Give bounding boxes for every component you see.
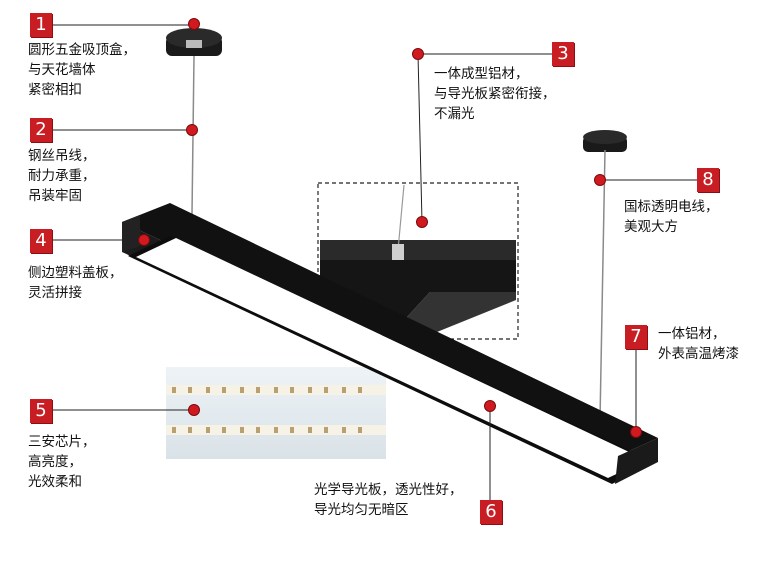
marker-dot-5	[188, 404, 200, 416]
ceiling-canopy-right	[583, 130, 627, 152]
callout-badge-3: 3	[552, 42, 574, 66]
marker-dot-2	[186, 124, 198, 136]
callout-badge-6: 6	[480, 500, 502, 524]
callout-text-5: 三安芯片， 高亮度， 光效柔和	[28, 434, 96, 490]
steel-cable-right	[599, 149, 606, 421]
callout-text-4: 侧边塑料盖板， 灵活拼接	[28, 265, 123, 301]
linear-lamp-body	[122, 203, 658, 484]
callout-text-1: 圆形五金吸顶盒， 与天花墙体 紧密相扣	[28, 42, 136, 98]
light-guide-diffuser	[136, 238, 646, 478]
callout-text-8: 国标透明电线， 美观大方	[624, 199, 719, 235]
callout-badge-1: 1	[30, 13, 52, 37]
callout-text-2: 钢丝吊线， 耐力承重， 吊装牢固	[28, 148, 96, 204]
callout-badge-2: 2	[30, 118, 52, 142]
leader-lines	[42, 24, 697, 500]
led-strip-photo	[166, 367, 386, 459]
marker-dot-1	[188, 18, 200, 30]
callout-badge-8: 8	[697, 168, 719, 192]
callout-badge-5: 5	[30, 399, 52, 423]
callout-text-6: 光学导光板，透光性好， 导光均匀无暗区	[314, 482, 463, 518]
marker-dot-3a	[412, 48, 424, 60]
marker-dot-7	[630, 426, 642, 438]
callout-text-3: 一体成型铝材， 与导光板紧密衔接， 不漏光	[434, 66, 556, 122]
callout-badge-4: 4	[30, 229, 52, 253]
marker-dot-4	[138, 234, 150, 246]
marker-dot-8	[594, 174, 606, 186]
callout-badge-7: 7	[625, 325, 647, 349]
marker-dot-6	[484, 400, 496, 412]
marker-dot-3b	[416, 216, 428, 228]
ceiling-canopy-left	[166, 28, 222, 56]
callout-text-7: 一体铝材， 外表高温烤漆	[658, 326, 739, 362]
